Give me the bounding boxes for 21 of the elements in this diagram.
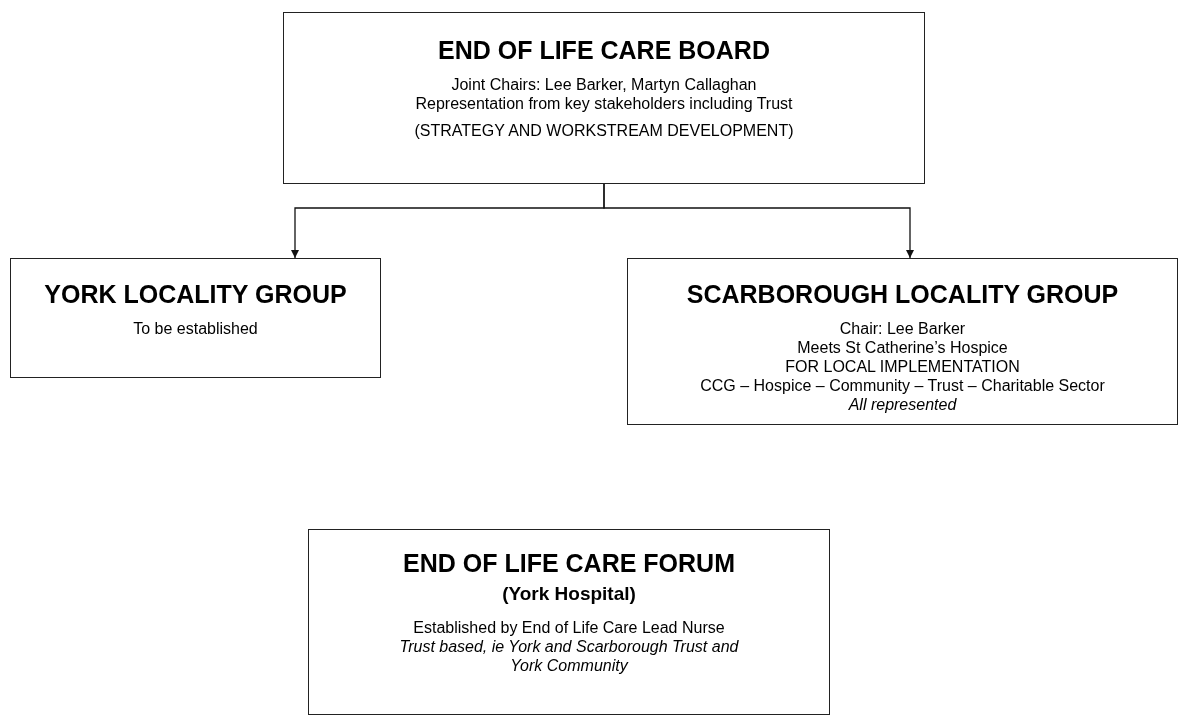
body-text: Chair: Lee Barker	[839, 319, 966, 338]
org-box	[10, 258, 381, 378]
body-text: (STRATEGY AND WORKSTREAM DEVELOPMENT)	[414, 121, 794, 140]
body-text: FOR LOCAL IMPLEMENTATION	[785, 357, 1020, 376]
org-box	[283, 12, 925, 184]
body-text: Representation from key stakeholders including Trust	[415, 94, 793, 113]
body-text: CCG – Hospice – Community – Trust – Charitable Sector	[700, 376, 1105, 395]
body-text: Established by End of Life Care Lead Nurse	[413, 618, 725, 637]
box-heading: YORK LOCALITY GROUP	[44, 279, 347, 309]
note-text: Trust based, ie York and Scarborough Trust and York Community	[398, 637, 740, 675]
arrow	[603, 183, 914, 259]
body-text: To be established	[133, 319, 258, 338]
box-heading: SCARBOROUGH LOCALITY GROUP	[686, 279, 1119, 309]
note-text: All represented	[848, 395, 957, 414]
box-heading: END OF LIFE CARE BOARD	[438, 35, 770, 65]
body-text: Joint Chairs: Lee Barker, Martyn Callaghan	[451, 75, 757, 94]
box-subheading: (York Hospital)	[502, 582, 636, 606]
org-box	[308, 529, 830, 715]
org-box	[627, 258, 1178, 425]
body-text: Meets St Catherine’s Hospice	[797, 338, 1008, 357]
box-heading: END OF LIFE CARE FORUM	[403, 548, 735, 578]
